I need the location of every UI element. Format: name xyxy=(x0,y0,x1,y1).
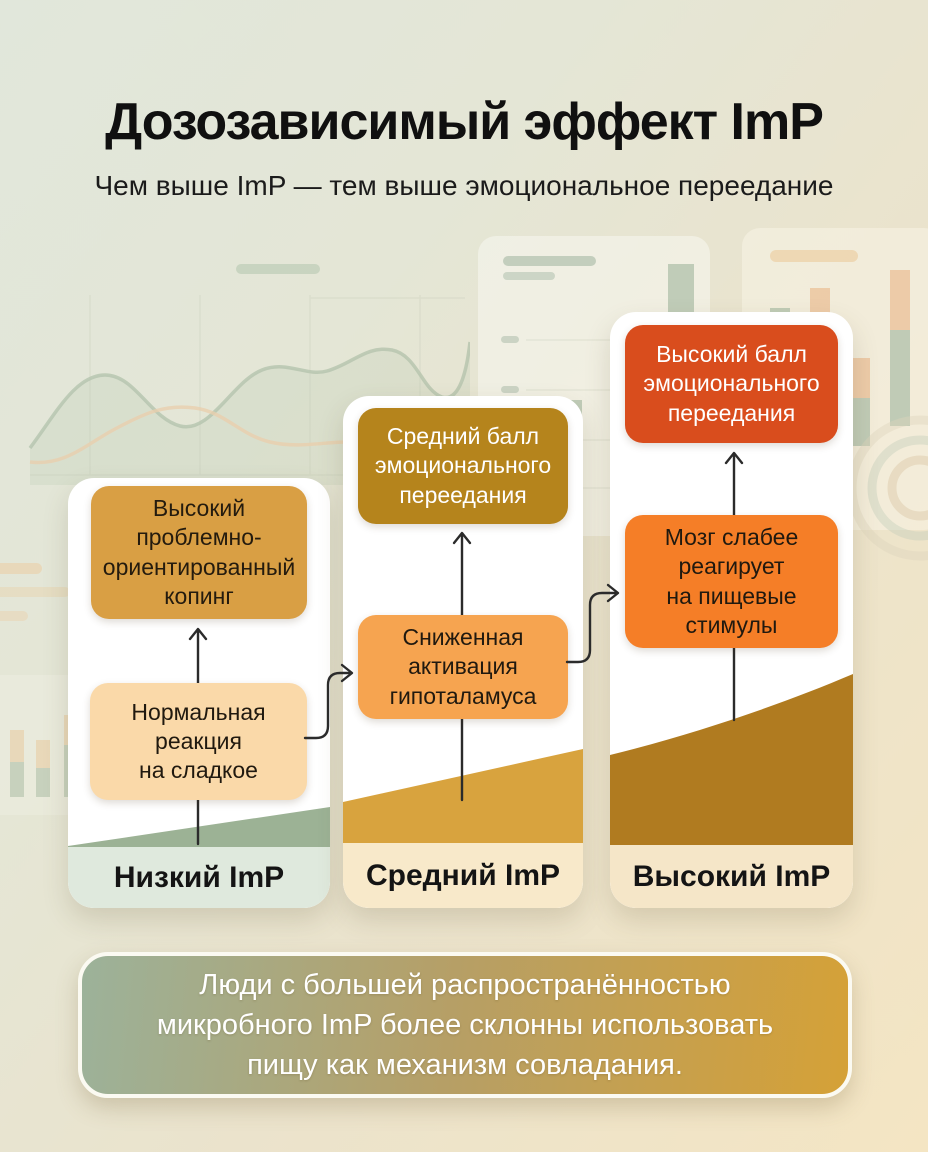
mechanism-box-low: Нормальная реакция на сладкое xyxy=(90,683,307,800)
outcome-box-low: Высокий проблемно- ориентированный копин… xyxy=(91,486,307,619)
card-medium-imp: Средний балл эмоционального переедания С… xyxy=(343,396,583,908)
card-low-growth-wedge xyxy=(68,627,330,850)
card-low-imp: Высокий проблемно- ориентированный копин… xyxy=(68,478,330,908)
card-high-imp: Высокий балл эмоционального переедания М… xyxy=(610,312,853,908)
card-high-growth-wedge xyxy=(610,451,853,848)
page-title: Дозозависимый эффект ImP xyxy=(105,93,824,151)
card-high-label: Высокий ImP xyxy=(610,845,853,908)
up-arrow-icon xyxy=(452,531,472,617)
page-subtitle: Чем выше ImP — тем выше эмоциональное пе… xyxy=(94,170,834,201)
card-medium-growth-wedge xyxy=(343,531,583,846)
outcome-box-high: Высокий балл эмоционального переедания xyxy=(625,325,838,443)
outcome-box-medium: Средний балл эмоционального переедания xyxy=(358,408,568,524)
mechanism-box-medium: Сниженная активация гипоталамуса xyxy=(358,615,568,719)
summary-box: Люди с большей распространённостью микро… xyxy=(78,952,852,1098)
mechanism-box-high: Мозг слабее реагирует на пищевые стимулы xyxy=(625,515,838,648)
up-arrow-icon xyxy=(188,627,208,685)
up-arrow-icon xyxy=(724,451,744,517)
card-medium-label: Средний ImP xyxy=(343,843,583,908)
card-low-label: Низкий ImP xyxy=(68,847,330,908)
